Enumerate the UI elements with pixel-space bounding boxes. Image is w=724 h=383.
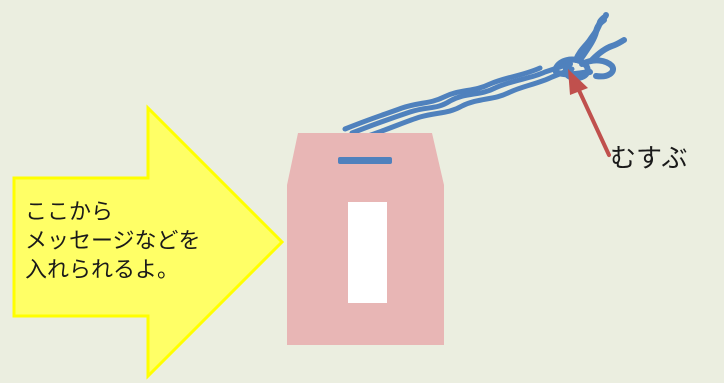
callout-line-1: ここから [25, 200, 114, 225]
pouch-window [348, 202, 387, 303]
knot-pointer-arrow [568, 69, 611, 157]
callout-line-3: 入れられるよ。 [25, 258, 180, 283]
knot-label: むすぶ [610, 144, 688, 174]
callout-text: ここから メッセージなどを 入れられるよ。 [25, 198, 265, 285]
callout-line-2: メッセージなどを [25, 229, 201, 254]
cord [342, 62, 575, 141]
callout-arrow [12, 104, 285, 380]
pouch-slot [338, 157, 392, 164]
cord-knot [553, 12, 627, 81]
